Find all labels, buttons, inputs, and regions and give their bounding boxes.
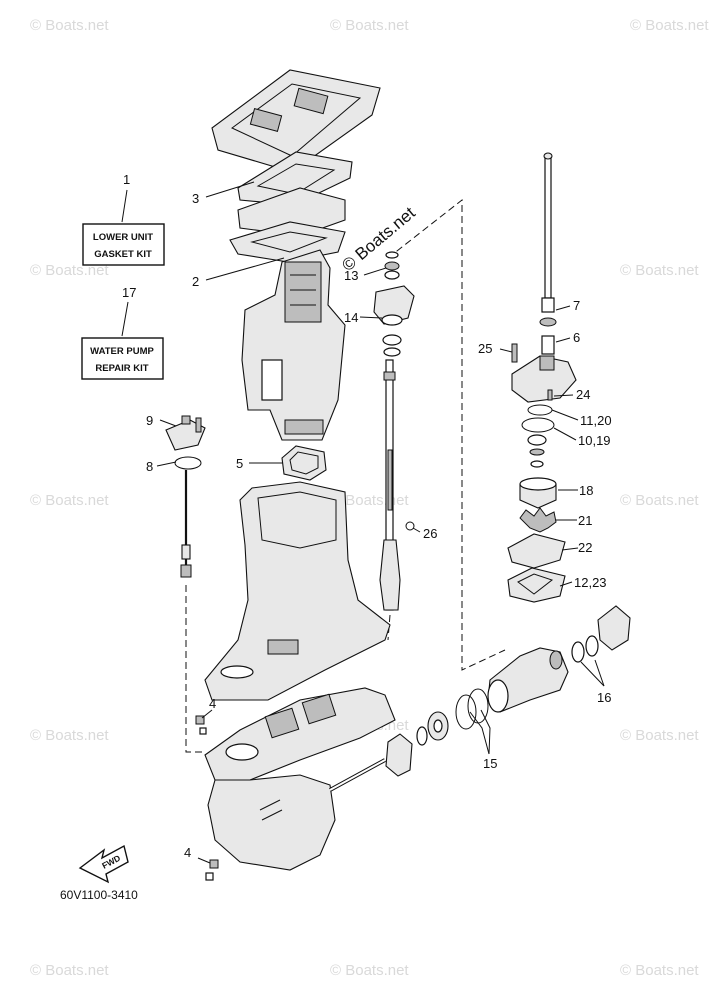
kit-lower-unit-gasket[interactable]: 1 LOWER UNIT GASKET KIT	[82, 172, 165, 266]
o-ring-8[interactable]	[174, 456, 202, 470]
callout-21: 21	[578, 513, 592, 528]
callout-2: 2	[192, 274, 199, 289]
part-26[interactable]	[405, 521, 415, 531]
watermark: © Boats.net	[620, 727, 699, 744]
callout-15: 15	[483, 756, 497, 771]
kit-label-line1: WATER PUMP	[90, 346, 154, 357]
callout-7: 7	[573, 298, 580, 313]
callout-26: 26	[423, 526, 437, 541]
watermark: © Boats.net	[30, 962, 109, 979]
watermark: © Boats.net	[30, 17, 109, 34]
kit-label-line2: GASKET KIT	[94, 249, 152, 260]
gasket-3[interactable]	[237, 151, 353, 206]
kit-water-pump-repair[interactable]: 17 WATER PUMP REPAIR KIT	[81, 285, 164, 380]
callout-9: 9	[146, 413, 153, 428]
callout-3: 3	[192, 191, 199, 206]
lower-casing[interactable]	[204, 481, 391, 701]
drive-shaft-housing[interactable]	[241, 249, 346, 441]
propeller-shaft-assembly[interactable]	[329, 605, 631, 792]
bolt-4-lower[interactable]	[205, 859, 219, 881]
boats-net-overlay: © Boats.net	[338, 203, 419, 275]
watermark: © Boats.net	[620, 262, 699, 279]
gasket-5[interactable]	[281, 445, 327, 481]
callout-4: 4	[184, 845, 191, 860]
kit-label-line1: LOWER UNIT	[93, 232, 153, 243]
watermark: © Boats.net	[30, 262, 109, 279]
callouts: 3 2 5 9 8 4 4 13 14 7 6 25 24 11,20 10,1…	[146, 191, 612, 860]
callout-11-20: 11,20	[580, 413, 612, 428]
callout-10-19: 10,19	[578, 433, 611, 448]
callout-12-23: 12,23	[574, 575, 607, 590]
callout-4: 4	[209, 696, 216, 711]
leader-lines	[156, 181, 605, 864]
diagram-code: 60V1100-3410	[60, 888, 138, 902]
shift-bracket-9[interactable]	[165, 415, 206, 451]
callout-16: 16	[597, 690, 611, 705]
kit-label-line2: REPAIR KIT	[95, 363, 148, 374]
callout-1: 1	[123, 172, 130, 187]
watermark: © Boats.net	[630, 17, 709, 34]
callout-17: 17	[122, 285, 136, 300]
callout-8: 8	[146, 459, 153, 474]
callout-13: 13	[344, 268, 358, 283]
callout-6: 6	[573, 330, 580, 345]
callout-5: 5	[236, 456, 243, 471]
exhaust-guide[interactable]	[237, 187, 346, 237]
water-pump-assembly[interactable]	[507, 152, 577, 603]
watermark: © Boats.net	[620, 962, 699, 979]
watermark: © Boats.net	[330, 962, 409, 979]
gear-case[interactable]	[204, 687, 396, 871]
watermark-layer: © Boats.net © Boats.net © Boats.net © Bo…	[30, 17, 709, 979]
shift-rod[interactable]	[180, 470, 192, 578]
bearing-housing-14[interactable]	[373, 285, 415, 357]
callout-24: 24	[576, 387, 590, 402]
callout-14: 14	[344, 310, 358, 325]
drive-shaft[interactable]	[379, 359, 401, 611]
fwd-arrow-icon: FWD	[78, 844, 129, 884]
watermark: © Boats.net	[620, 492, 699, 509]
bearing-set-13[interactable]	[384, 251, 400, 280]
upper-casing-plate[interactable]	[211, 69, 381, 173]
callout-25: 25	[478, 341, 492, 356]
callout-22: 22	[578, 540, 592, 555]
watermark: © Boats.net	[30, 492, 109, 509]
watermark: © Boats.net	[30, 727, 109, 744]
bolt-4-upper[interactable]	[195, 715, 207, 735]
callout-18: 18	[579, 483, 593, 498]
watermark: © Boats.net	[330, 17, 409, 34]
